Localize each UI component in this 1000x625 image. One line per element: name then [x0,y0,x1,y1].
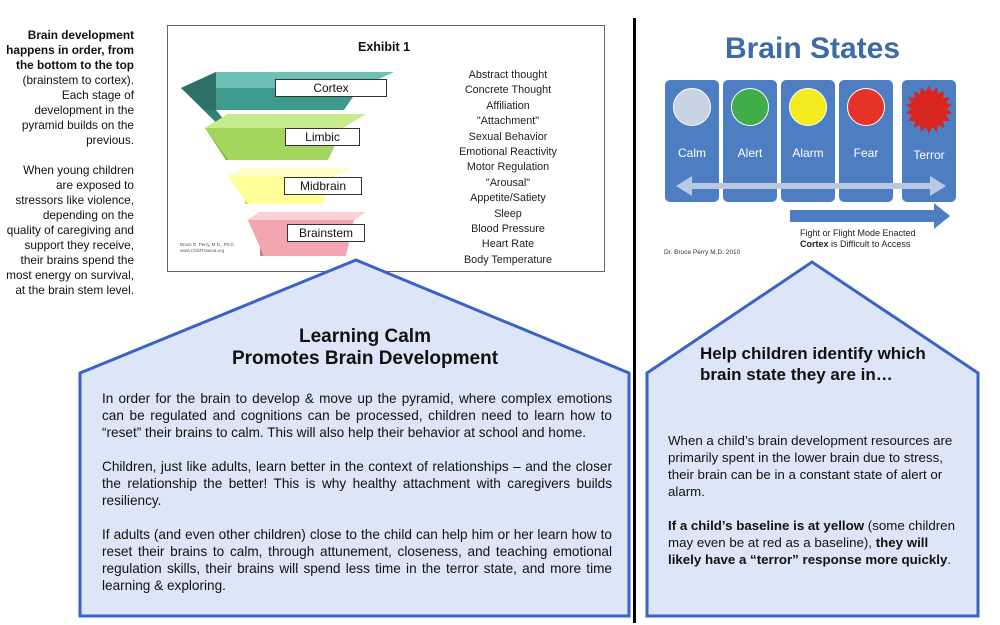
function-item: Sexual Behavior [468,130,548,143]
function-item: Body Temperature [463,253,553,266]
state-label-alarm: Alarm [792,146,824,160]
function-item: Emotional Reactivity [459,146,557,159]
state-label-terror: Terror [913,148,945,162]
terror-burst-icon [906,85,952,134]
pyramid-label-cortex: Cortex [275,79,387,97]
left-paragraph-2: When young children are exposed to stres… [6,163,134,297]
house2-p2-bold-b: they will likely have a “terror” respons… [668,535,948,567]
state-box-alert: Alert [723,80,777,202]
house2-paragraph-2: If a child’s baseline is at yellow (some… [668,517,963,568]
calm-light-icon [673,88,711,126]
function-item: "Attachment" [476,115,540,128]
left-p1-rest: (brainstem to cortex). Each stage of dev… [21,73,134,147]
function-item: Affiliation [486,99,530,112]
function-item: Abstract thought [468,69,548,81]
house1-paragraph-3: If adults (and even other children) clos… [102,527,612,593]
state-box-terror: Terror [902,80,956,202]
function-item: Appetite/Satiety [470,192,546,205]
exhibit-pyramid: Exhibit 1 Cortex Limbic Midbrain Brainst… [167,25,605,272]
fight-caption-rest: is Difficult to Access [828,239,911,249]
function-list: Abstract thought Concrete Thought Affili… [446,68,570,268]
house1-title: Learning Calm Promotes Brain Development [200,326,530,370]
house1-title-line1: Learning Calm [299,326,431,347]
function-item: Heart Rate [481,238,535,251]
brainstem-layer-top [248,212,366,220]
state-box-calm: Calm [665,80,719,202]
alert-light-icon [731,88,769,126]
house-2-shape [645,260,980,618]
house2-p2-end: . [947,552,952,567]
left-paragraph-1: Brain development happens in order, from… [6,28,134,148]
fight-caption-line1: Fight or Flight Mode Enacted [800,228,916,238]
exhibit-title: Exhibit 1 [358,40,411,54]
function-item: "Arousal" [485,176,531,189]
function-item: Motor Regulation [466,161,550,174]
column-divider [633,18,636,623]
limbic-layer-top [205,114,366,128]
function-item: Sleep [494,207,522,220]
pyramid-label-brainstem: Brainstem [287,224,365,242]
left-narrative: Brain development happens in order, from… [6,28,134,313]
fear-light-icon [847,88,885,126]
exhibit-credit-name: Bruce D. Perry, M.D., Ph.D. [180,242,235,247]
brain-states-title: Brain States [724,32,901,65]
house1-paragraph-2: Children, just like adults, learn better… [102,459,612,508]
house2-body: When a child’s brain development resourc… [668,432,963,585]
pyramid-label-midbrain: Midbrain [284,177,362,195]
exhibit-credit: Bruce D. Perry, M.D., Ph.D. www.ChildTra… [180,242,235,254]
house2-p2-bold-a: If a child’s baseline is at yellow [668,518,865,533]
house2-paragraph-1: When a child’s brain development resourc… [668,433,953,499]
pyramid-label-limbic: Limbic [285,128,360,146]
function-item: Blood Pressure [471,223,545,236]
house1-title-line2: Promotes Brain Development [231,348,499,369]
alarm-light-icon [789,88,827,126]
fight-caption-cortex: Cortex [800,239,829,249]
fight-caption-line2: Cortex is Difficult to Access [800,239,916,250]
state-label-alert: Alert [737,146,763,160]
house1-body: In order for the brain to develop & move… [102,390,612,611]
exhibit-credit-url: www.ChildTrauma.org [180,248,225,253]
state-label-fear: Fear [853,146,879,160]
left-p1-bold: Brain development happens in order, from… [6,28,134,72]
house2-title: Help children identify which brain state… [700,344,926,384]
state-box-alarm: Alarm [781,80,835,202]
state-box-fear: Fear [839,80,893,202]
fight-flight-caption: Fight or Flight Mode Enacted Cortex is D… [800,228,916,250]
house2-p2-normal: (some children may even be at red as a b… [668,518,955,550]
brain-states-credit: Dr. Bruce Perry M.D. 2010 [664,249,741,256]
house-1-shape [78,258,631,618]
function-item: Concrete Thought [464,84,552,97]
midbrain-layer-top [228,168,352,176]
state-label-calm: Calm [677,146,706,160]
house1-paragraph-1: In order for the brain to develop & move… [102,391,612,440]
cortex-layer-left [181,72,216,110]
